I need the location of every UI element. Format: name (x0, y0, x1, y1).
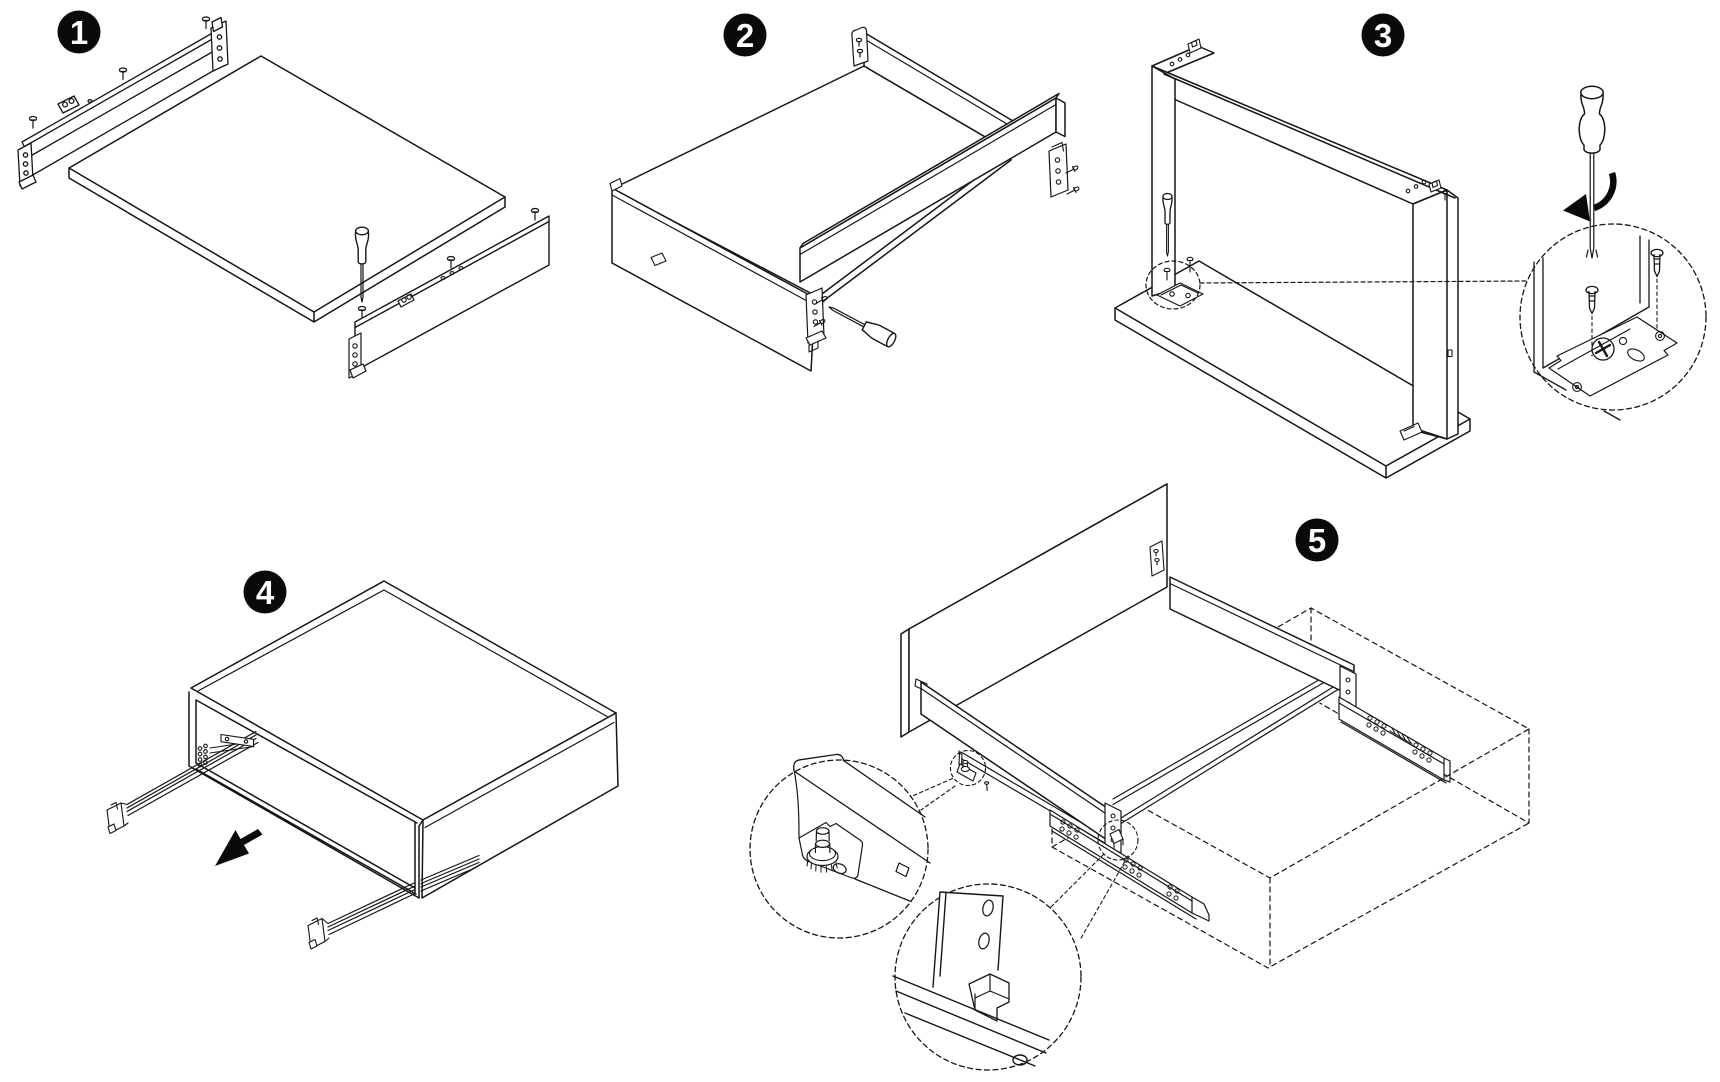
svg-text:4: 4 (256, 574, 275, 611)
svg-text:3: 3 (1374, 17, 1392, 54)
svg-text:5: 5 (1308, 522, 1326, 559)
svg-text:1: 1 (70, 14, 88, 51)
svg-text:2: 2 (736, 17, 754, 54)
